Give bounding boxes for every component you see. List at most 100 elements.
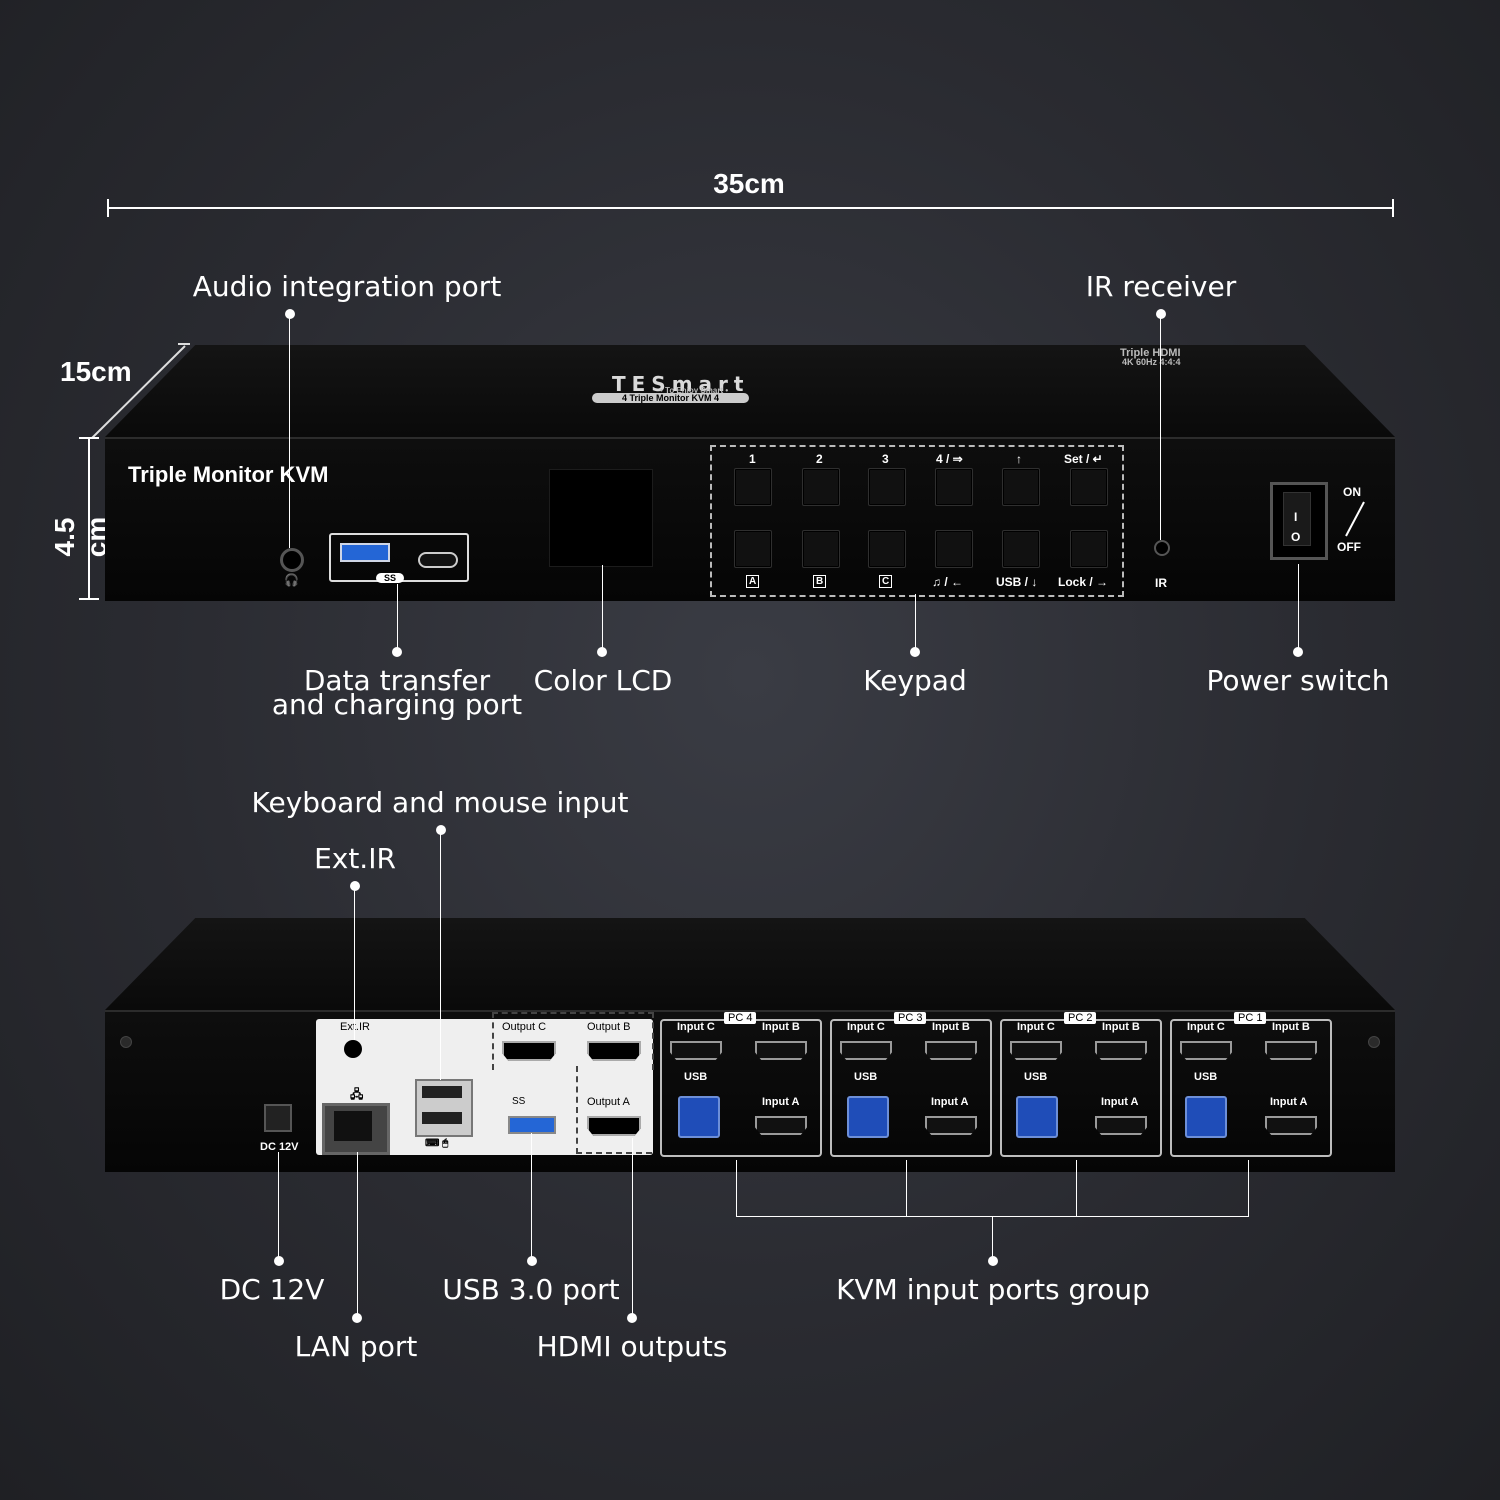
key-label-up: ↑ xyxy=(1016,452,1022,466)
pc1-usb-label: USB xyxy=(1194,1071,1218,1083)
key-label-c: C xyxy=(879,575,893,588)
switch-on-label: ON xyxy=(1343,485,1361,499)
key-audio-button[interactable] xyxy=(935,530,973,568)
front-panel-title: Triple Monitor KVM xyxy=(128,462,329,487)
brand-logo: TESmart xyxy=(612,372,750,396)
front-usb-a-port[interactable] xyxy=(340,543,390,562)
callout-line xyxy=(278,1152,279,1260)
usb3-port[interactable] xyxy=(508,1116,556,1134)
pc2-input-b-port[interactable] xyxy=(1095,1041,1147,1060)
callout-dot xyxy=(527,1256,537,1266)
key-3-button[interactable] xyxy=(868,468,906,506)
dc-power-port[interactable] xyxy=(264,1104,292,1132)
pc1-input-c-port[interactable] xyxy=(1180,1041,1232,1060)
width-dimension-tick-right xyxy=(1392,199,1394,217)
callout-dc-12v: DC 12V xyxy=(219,1273,325,1306)
width-dimension-label: 35cm xyxy=(713,168,785,199)
pc4-input-b-label: Input B xyxy=(762,1021,800,1033)
pc1-input-a-port[interactable] xyxy=(1265,1116,1317,1135)
pc2-input-c-port[interactable] xyxy=(1010,1041,1062,1060)
usb-ss-icon: SS xyxy=(376,573,405,583)
brand-tagline: • To Enjoy Smart • xyxy=(660,386,729,395)
hdmi-output-group-bottom xyxy=(576,1066,652,1154)
callout-line xyxy=(357,1152,358,1317)
output-a-label: Output A xyxy=(587,1096,630,1108)
key-label-a: A xyxy=(746,575,760,588)
keyboard-usb-port[interactable] xyxy=(422,1086,462,1098)
callout-bracket xyxy=(1076,1160,1077,1216)
pc4-input-b-port[interactable] xyxy=(755,1041,807,1060)
switch-off-label: OFF xyxy=(1337,540,1361,554)
pc3-input-b-port[interactable] xyxy=(925,1041,977,1060)
pc1-input-c-label: Input C xyxy=(1187,1021,1225,1033)
pc3-input-c-port[interactable] xyxy=(840,1041,892,1060)
key-label-usb: USB / ↓ xyxy=(996,575,1038,589)
pc1-usb-b-port[interactable] xyxy=(1185,1096,1227,1138)
pc4-tag: PC 4 xyxy=(724,1012,757,1024)
pc3-usb-b-port[interactable] xyxy=(847,1096,889,1138)
pc1-input-b-port[interactable] xyxy=(1265,1041,1317,1060)
pc4-input-a-label: Input A xyxy=(762,1096,800,1108)
brand-badge: 4 Triple Monitor KVM 4 xyxy=(592,393,750,403)
callout-bracket xyxy=(906,1160,907,1216)
callout-dot xyxy=(352,1313,362,1323)
pc2-input-a-port[interactable] xyxy=(1095,1116,1147,1135)
pc3-input-a-port[interactable] xyxy=(925,1116,977,1135)
output-b-label: Output B xyxy=(587,1021,631,1033)
callout-dot xyxy=(988,1256,998,1266)
pc2-tag: PC 2 xyxy=(1064,1012,1097,1024)
keyboard-mouse-icon: ⌨ 🖱 xyxy=(425,1138,449,1149)
hdmi-output-b[interactable] xyxy=(587,1041,641,1061)
callout-dot xyxy=(392,647,402,657)
callout-dot xyxy=(627,1313,637,1323)
key-b-button[interactable] xyxy=(802,530,840,568)
callout-line xyxy=(440,830,441,1080)
key-4-button[interactable] xyxy=(935,468,973,506)
callout-keypad: Keypad xyxy=(863,664,967,697)
hdmi-output-c[interactable] xyxy=(502,1041,556,1061)
callout-dot xyxy=(597,647,607,657)
key-up-button[interactable] xyxy=(1002,468,1040,506)
pc4-input-c-port[interactable] xyxy=(670,1041,722,1060)
pc1-input-a-label: Input A xyxy=(1270,1096,1308,1108)
key-label-audio: ♫ / ← xyxy=(932,575,964,589)
output-c-label: Output C xyxy=(502,1021,547,1033)
keypad xyxy=(710,445,1124,597)
hdmi-output-group-top xyxy=(492,1012,654,1070)
color-lcd xyxy=(549,469,653,567)
callout-line xyxy=(1160,314,1161,540)
lan-port-socket xyxy=(334,1111,372,1141)
callout-line xyxy=(915,594,916,652)
key-set-button[interactable] xyxy=(1070,468,1108,506)
audio-port[interactable] xyxy=(280,548,304,572)
callout-line xyxy=(602,565,603,652)
pc2-usb-b-port[interactable] xyxy=(1016,1096,1058,1138)
callout-kvm-input-group: KVM input ports group xyxy=(836,1273,1150,1306)
callout-line xyxy=(531,1133,532,1260)
key-2-button[interactable] xyxy=(802,468,840,506)
pc1-input-b-label: Input B xyxy=(1272,1021,1310,1033)
callout-dot xyxy=(1156,309,1166,319)
headphone-icon: 🎧 xyxy=(284,573,299,587)
key-1-button[interactable] xyxy=(734,468,772,506)
key-usb-button[interactable] xyxy=(1002,530,1040,568)
callout-line xyxy=(632,1138,633,1318)
front-panel xyxy=(105,437,1395,601)
front-usb-c-port[interactable] xyxy=(418,552,458,568)
key-lock-button[interactable] xyxy=(1070,530,1108,568)
ext-ir-port[interactable] xyxy=(344,1040,362,1058)
mouse-usb-port[interactable] xyxy=(422,1112,462,1124)
key-a-button[interactable] xyxy=(734,530,772,568)
callout-usb3-port: USB 3.0 port xyxy=(442,1273,620,1306)
callout-dot xyxy=(350,881,360,891)
hdmi-output-a[interactable] xyxy=(587,1116,641,1136)
dc-label: DC 12V xyxy=(260,1141,299,1153)
callout-power-switch: Power switch xyxy=(1206,664,1390,697)
power-off-mark: O xyxy=(1291,530,1301,544)
height-dimension-label: 4.5 cm xyxy=(49,516,112,558)
key-c-button[interactable] xyxy=(868,530,906,568)
callout-audio-port: Audio integration port xyxy=(192,270,502,303)
pc4-usb-b-port[interactable] xyxy=(678,1096,720,1138)
pc4-input-a-port[interactable] xyxy=(755,1116,807,1135)
callout-dot xyxy=(1293,647,1303,657)
